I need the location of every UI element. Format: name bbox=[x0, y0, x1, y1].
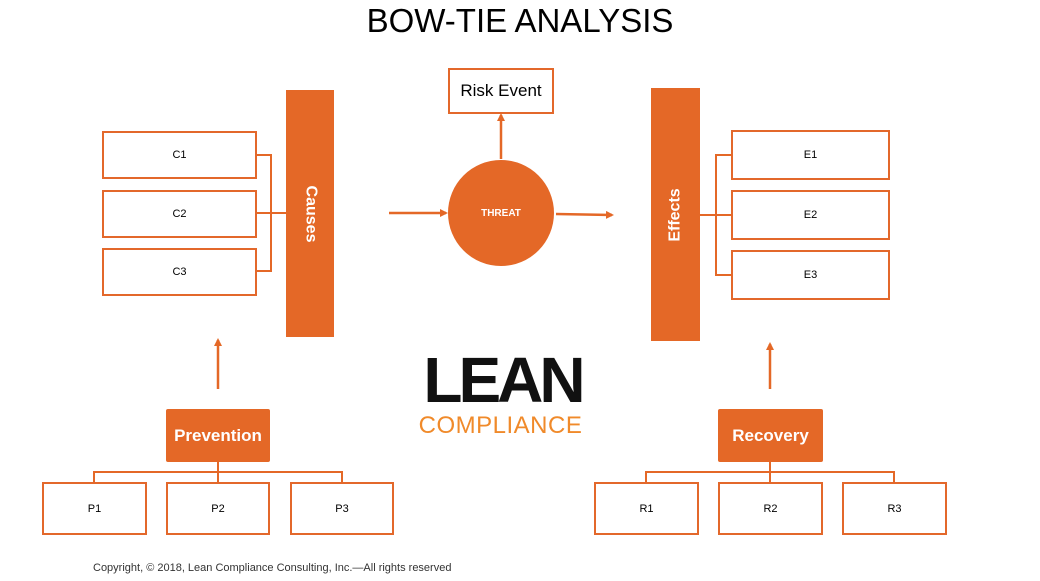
prevention-item-box: P3 bbox=[290, 482, 394, 535]
effects-bracket bbox=[700, 154, 732, 276]
recovery-item-box: R1 bbox=[594, 482, 699, 535]
cause-box: C2 bbox=[102, 190, 257, 238]
recovery-item-box: R2 bbox=[718, 482, 823, 535]
recovery-label: Recovery bbox=[732, 425, 809, 445]
effect-box: E1 bbox=[731, 130, 890, 180]
prevention-tree bbox=[93, 461, 343, 482]
causes-bar: Causes bbox=[286, 90, 334, 337]
recovery-tree bbox=[645, 461, 895, 482]
cause-box: C1 bbox=[102, 131, 257, 179]
threat-label: THREAT bbox=[481, 207, 521, 219]
effect-box: E2 bbox=[731, 190, 890, 240]
cause-label: C3 bbox=[172, 266, 187, 278]
prevention-item-label: P1 bbox=[87, 502, 102, 515]
causes-label: Causes bbox=[302, 185, 320, 242]
recovery-item-label: R3 bbox=[887, 502, 902, 515]
recovery-item-label: R2 bbox=[763, 502, 778, 515]
arrow-out-of-threat bbox=[555, 210, 614, 219]
cause-label: C1 bbox=[172, 149, 187, 161]
causes-bracket bbox=[256, 154, 286, 272]
recovery-item-label: R1 bbox=[639, 502, 654, 515]
effect-label: E3 bbox=[803, 269, 818, 281]
logo-compliance-text: COMPLIANCE bbox=[418, 412, 583, 439]
cause-label: C2 bbox=[172, 208, 187, 220]
effects-label: Effects bbox=[666, 187, 684, 242]
prevention-item-label: P3 bbox=[335, 502, 349, 515]
recovery-item-box: R3 bbox=[842, 482, 947, 535]
page-title: BOW-TIE ANALYSIS bbox=[366, 2, 674, 39]
prevention-item-box: P1 bbox=[42, 482, 147, 535]
prevention-label: Prevention bbox=[174, 425, 262, 445]
effect-label: E2 bbox=[803, 209, 818, 221]
prevention-item-box: P2 bbox=[166, 482, 270, 535]
effect-label: E1 bbox=[803, 149, 818, 161]
copyright-text: Copyright, © 2018, Lean Compliance Consu… bbox=[93, 562, 452, 574]
recovery-box: Recovery bbox=[718, 409, 823, 462]
logo-lean-text: LEAN bbox=[423, 344, 585, 416]
risk-event-box: Risk Event bbox=[448, 68, 554, 114]
cause-box: C3 bbox=[102, 248, 257, 296]
prevention-item-label: P2 bbox=[211, 502, 225, 515]
effects-bar: Effects bbox=[651, 88, 700, 341]
prevention-box: Prevention bbox=[166, 409, 270, 462]
effect-box: E3 bbox=[731, 250, 890, 300]
risk-event-label: Risk Event bbox=[460, 81, 542, 100]
threat-circle: THREAT bbox=[448, 160, 554, 266]
